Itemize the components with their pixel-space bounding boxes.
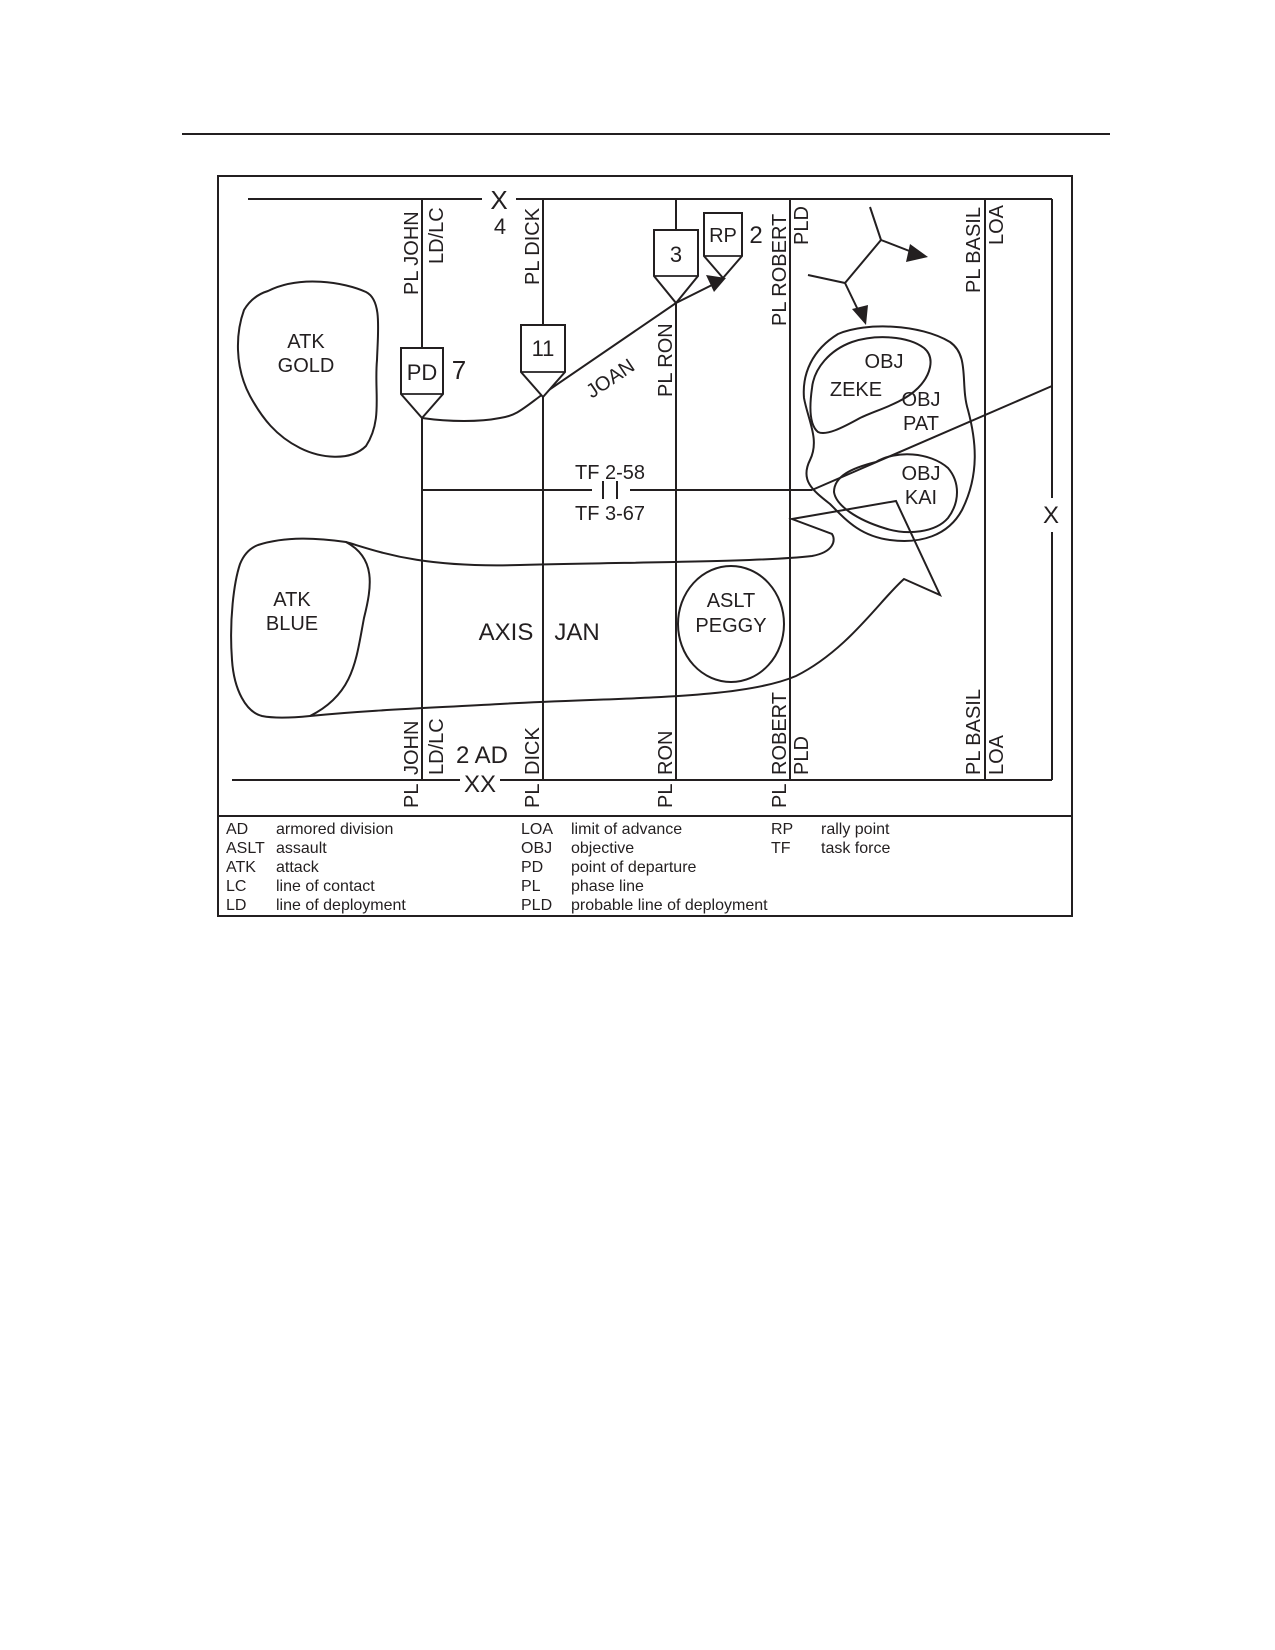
axis-of-advance-jan [230,499,943,719]
pl-robert-top-label: PL ROBERT [769,214,791,326]
legend-meaning: rally point [821,821,890,838]
pl-basil-bottom-label: PL BASIL [963,689,985,775]
legend-abbr: LOA [521,821,553,838]
pl-dick-bottom-prefix: PL [522,784,544,808]
legend-abbr: AD [226,821,248,838]
pl-john-bottom-label: JOHN [401,721,423,775]
pl-robert-top-alias: PLD [791,206,813,245]
legend-abbr: LD [226,897,246,914]
obj-kai-line2: KAI [905,487,937,509]
legend-meaning: objective [571,840,634,857]
attack-position-gold [237,280,380,458]
legend-meaning: line of contact [276,878,375,895]
pl-ron-bottom-label: RON [655,731,677,775]
pl-dick-bottom-label: DICK [522,727,544,775]
point-of-departure-marker [400,347,444,420]
attack-arrow-branch-down [844,282,860,313]
rally-point-marker [703,212,743,280]
pl-john-bottom-alias: LD/LC [426,718,448,775]
atk-blue-line1: ATK [273,589,311,611]
legend-abbr: OBJ [521,840,552,857]
figure-frame [217,175,1073,917]
pl-ron-mid-label: PL RON [655,323,677,397]
legend-meaning: line of deployment [276,897,406,914]
brigade-echelon-top: X [490,185,507,215]
pl-john-top-label: PL JOHN [401,211,423,295]
legend-meaning: probable line of deployment [571,897,768,914]
attack-arrowhead-right [906,244,928,262]
pd-number: 7 [452,355,466,385]
obj-kai-line1: OBJ [902,463,941,485]
rally-point-number: 2 [749,222,762,249]
objective-kai-outline [832,453,958,534]
division-unit-bottom: 2 AD [456,742,508,769]
tf-upper-label: TF 2-58 [575,462,645,484]
legend-abbr: ATK [226,859,256,876]
objective-pat-outline [802,325,976,542]
brigade-unit-top: 4 [494,214,506,239]
tf-lower-label: TF 3-67 [575,503,645,525]
attack-arrow-stem-left [807,274,846,284]
obj-zeke-line2: ZEKE [830,379,882,401]
legend-meaning: limit of advance [571,821,682,838]
division-echelon-bottom: XX [464,771,496,798]
attack-arrow-trunk [844,239,882,284]
legend-abbr: PL [521,878,541,895]
legend-meaning: point of departure [571,859,697,876]
pl-robert-bottom-label: ROBERT [769,692,791,775]
legend-meaning: assault [276,840,327,857]
attack-arrowhead-down [852,305,868,325]
axis-label-word2: JAN [554,619,599,646]
right-boundary-echelon: X [1043,502,1059,529]
objective-zeke-outline [809,336,932,434]
pl-ron-bottom-prefix: PL [655,784,677,808]
checkpoint-3-label: 3 [670,242,682,267]
attack-arrow-branch-right [880,239,913,253]
route-joan-arrowhead [706,275,726,292]
checkpoint-11-marker [520,324,566,399]
legend-meaning: armored division [276,821,393,838]
checkpoint-3-marker [653,229,699,305]
legend-abbr: PLD [521,897,552,914]
pd-label: PD [407,360,438,385]
legend-abbr: ASLT [226,840,265,857]
aslt-peggy-line1: ASLT [707,590,756,612]
legend-meaning: task force [821,840,890,857]
aslt-peggy-line2: PEGGY [695,615,766,637]
axis-label-word1: AXIS [479,619,534,646]
atk-blue-line2: BLUE [266,613,318,635]
atk-gold-line2: GOLD [278,355,335,377]
pl-basil-top-alias: LOA [986,204,1008,245]
atk-gold-line1: ATK [287,331,325,353]
obj-pat-line2: PAT [903,413,939,435]
legend-abbr: PD [521,859,543,876]
legend: AD armored division ASLT assault ATK att… [226,821,890,914]
legend-abbr: RP [771,821,793,838]
pl-basil-bottom-alias: LOA [986,734,1008,775]
pl-dick-top-label: PL DICK [522,207,544,285]
pl-robert-bottom-prefix: PL [769,784,791,808]
rally-point-label: RP [709,225,737,247]
pl-john-top-alias: LD/LC [426,207,448,264]
attack-position-blue-boundary [309,541,371,717]
route-joan [421,280,721,422]
assault-position-peggy [677,565,785,683]
legend-abbr: LC [226,878,246,895]
obj-pat-line1: OBJ [902,389,941,411]
legend-meaning: attack [276,859,320,876]
attack-arrow-stem-top [869,206,882,241]
checkpoint-11-label: 11 [532,336,555,361]
obj-zeke-line1: OBJ [865,351,904,373]
task-force-boundary-objective [811,385,1053,491]
pl-basil-top-label: PL BASIL [963,207,985,293]
legend-abbr: TF [771,840,791,857]
legend-meaning: phase line [571,878,644,895]
pl-robert-bottom-alias: PLD [791,736,813,775]
pl-john-bottom-prefix: PL [401,784,423,808]
